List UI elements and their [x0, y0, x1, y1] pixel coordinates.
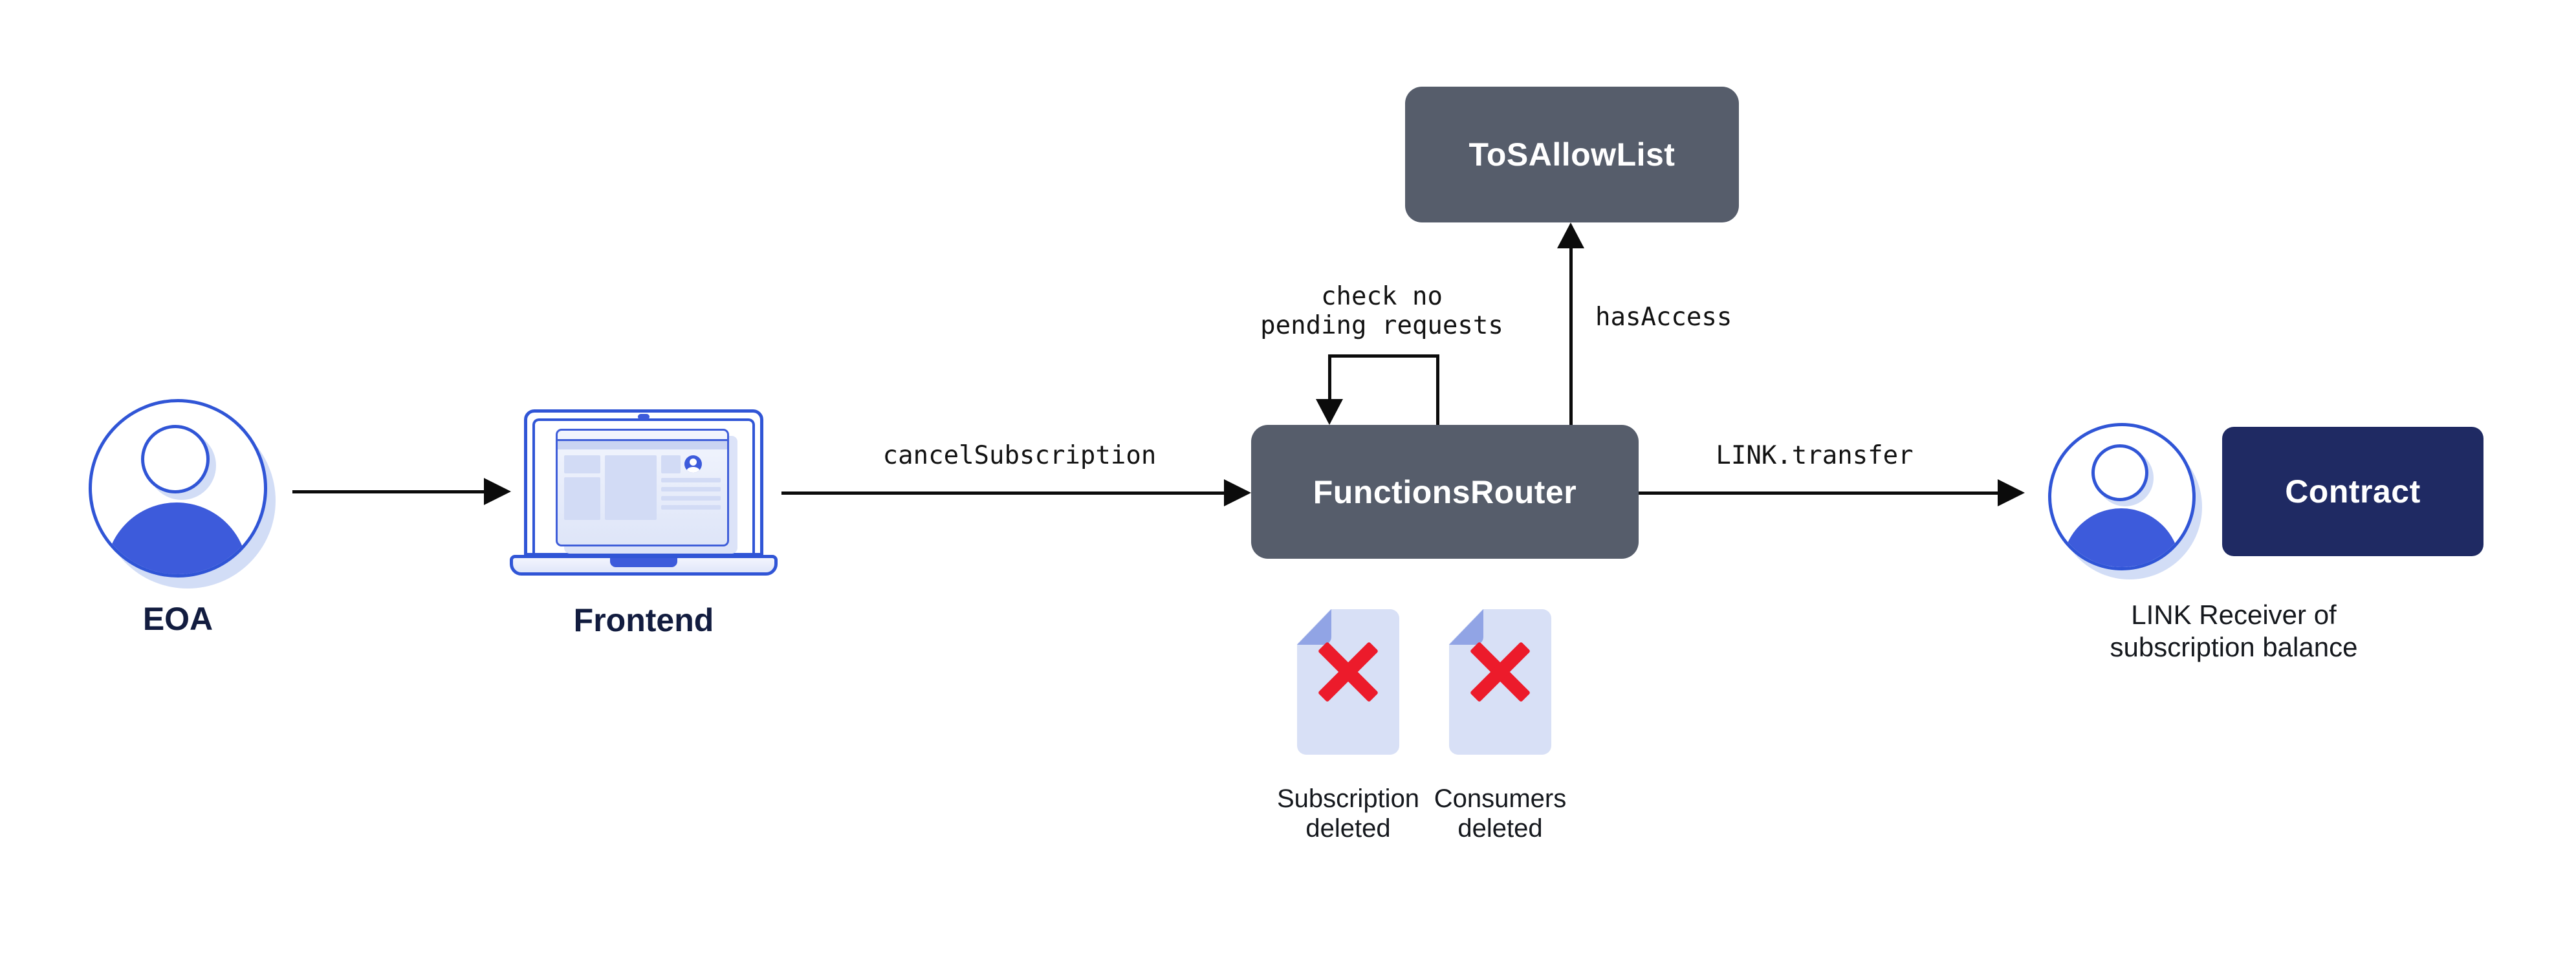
arrowhead-right-icon: [1224, 479, 1251, 506]
webcam-icon: [638, 414, 649, 420]
content-block: [564, 477, 600, 520]
consumers-deleted-label: Consumers deleted: [1403, 784, 1597, 843]
loop-down-line: [1328, 356, 1331, 401]
arrowhead-right-icon: [1998, 479, 2025, 506]
content-block: [564, 455, 600, 473]
content-right-column: [661, 455, 721, 520]
laptop-icon: [524, 409, 763, 556]
arrow-line: [1569, 246, 1573, 425]
loop-up-line: [1436, 356, 1439, 425]
browser-window-icon: [556, 429, 729, 546]
arrowhead-right-icon: [484, 478, 511, 505]
consumers-deleted-item: [1449, 609, 1551, 755]
user-head: [141, 425, 210, 493]
link-receiver-line1: LINK Receiver of: [2131, 599, 2337, 630]
content-line: [661, 505, 721, 510]
laptop-base: [510, 555, 778, 576]
user-body: [2062, 508, 2180, 567]
user-body: [105, 502, 248, 574]
check-pending-edge-label: check no pending requests: [1252, 282, 1511, 340]
user-head: [2091, 444, 2148, 501]
browser-addressbar: [558, 441, 727, 449]
content-block: [605, 455, 657, 520]
functions-router-node: FunctionsRouter: [1251, 425, 1639, 559]
laptop-bezel: [532, 418, 755, 553]
link-receiver-node: [2048, 423, 2196, 570]
loop-top-line: [1328, 354, 1439, 358]
frontend-label-text: Frontend: [573, 602, 714, 638]
subscription-deleted-item: [1297, 609, 1399, 755]
tos-allow-list-label: ToSAllowList: [1468, 136, 1675, 173]
frontend-node: [510, 409, 778, 576]
content-left-column: [564, 455, 600, 520]
browser-content: [558, 449, 727, 526]
arrowhead-down-icon: [1316, 399, 1343, 425]
eoa-label: EOA: [49, 601, 307, 637]
browser-titlebar: [558, 431, 727, 441]
check-pending-line1: check no: [1321, 282, 1443, 311]
avatar-icon: [684, 455, 702, 473]
tos-allow-list-node: ToSAllowList: [1405, 87, 1739, 222]
laptop-notch: [610, 558, 677, 567]
has-access-text: hasAccess: [1595, 303, 1732, 332]
eoa-node: [89, 399, 267, 578]
subscription-deleted-line2: deleted: [1305, 814, 1391, 843]
content-block: [661, 455, 681, 473]
subscription-deleted-label: Subscription deleted: [1251, 784, 1445, 843]
frontend-label: Frontend: [514, 602, 773, 638]
arrow-line: [781, 491, 1225, 495]
content-row: [661, 455, 721, 473]
arrow-line: [292, 490, 485, 493]
link-receiver-label: LINK Receiver of subscription balance: [2040, 599, 2428, 664]
link-transfer-edge-label: LINK.transfer: [1653, 441, 1976, 470]
user-icon: [2048, 423, 2196, 570]
user-icon: [89, 399, 267, 578]
link-receiver-line2: subscription balance: [2110, 632, 2358, 662]
avatar-body: [686, 467, 700, 473]
eoa-label-text: EOA: [142, 601, 213, 637]
cancel-subscription-edge-label: cancelSubscription: [858, 441, 1181, 470]
content-line: [661, 478, 721, 482]
subscription-deleted-line1: Subscription: [1276, 784, 1420, 813]
contract-node: Contract: [2222, 427, 2483, 556]
avatar-head: [690, 459, 697, 466]
link-transfer-text: LINK.transfer: [1716, 441, 1914, 470]
contract-label: Contract: [2285, 473, 2421, 510]
content-line: [661, 487, 721, 491]
cancel-subscription-text: cancelSubscription: [882, 441, 1157, 470]
content-line: [661, 496, 721, 501]
check-pending-line2: pending requests: [1260, 311, 1503, 340]
functions-router-label: FunctionsRouter: [1313, 473, 1577, 510]
consumers-deleted-line2: deleted: [1457, 814, 1543, 843]
has-access-edge-label: hasAccess: [1595, 303, 1789, 332]
arrowhead-up-icon: [1557, 222, 1584, 248]
consumers-deleted-line1: Consumers: [1434, 784, 1567, 813]
arrow-line: [1639, 491, 1999, 495]
